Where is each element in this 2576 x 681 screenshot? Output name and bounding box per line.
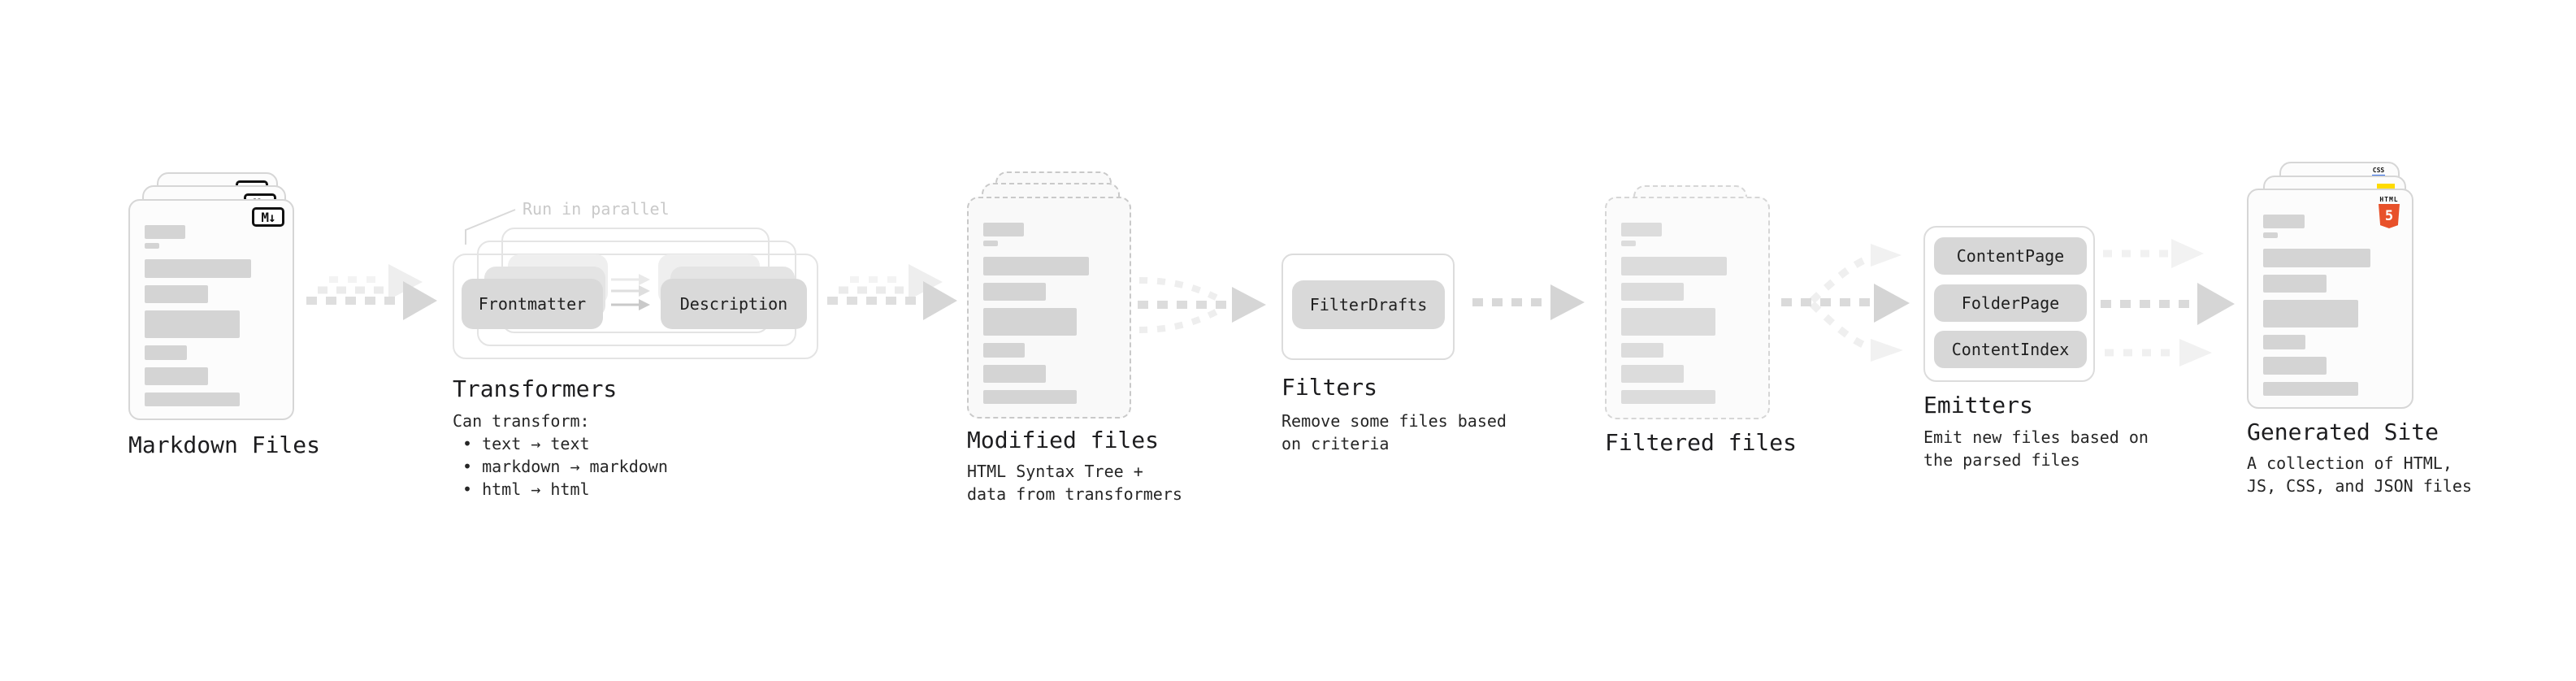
desc-line: JS, CSS, and JSON files <box>2247 476 2472 496</box>
run-in-parallel-annotation: Run in parallel <box>523 199 670 219</box>
markdown-icon: M↓ <box>252 207 284 227</box>
emitter-box-folderpage: FolderPage <box>1934 284 2087 322</box>
stage-title-generated-site: Generated Site <box>2247 419 2439 445</box>
filters-description: Remove some files based on criteria <box>1281 410 1507 455</box>
arrow-modified-to-filters <box>1138 277 1266 333</box>
markdown-icon-label: M↓ <box>261 209 275 225</box>
html5-shield: 5 <box>2379 204 2400 228</box>
filtered-file-stack <box>1605 185 1800 429</box>
desc-line: Can transform: <box>453 411 590 431</box>
emitters-description: Emit new files based on the parsed files <box>1923 426 2149 471</box>
modified-files-description: HTML Syntax Tree + data from transformer… <box>967 460 1182 505</box>
document-skeleton-lines <box>1621 223 1752 404</box>
transformer-layer-arrows <box>611 274 650 310</box>
css-icon-label: CSS <box>2372 167 2385 174</box>
stage-title-emitters: Emitters <box>1923 392 2033 419</box>
stage-title-filtered-files: Filtered files <box>1605 429 1798 456</box>
markdown-file-stack: M↓ M↓ M↓ <box>128 172 323 421</box>
desc-line: Emit new files based on <box>1923 427 2149 447</box>
arrow-emitters-to-generated <box>2101 239 2235 367</box>
annotation-connector-line <box>465 209 516 245</box>
desc-line: the parsed files <box>1923 450 2080 470</box>
modified-file-card-front <box>967 197 1131 419</box>
document-skeleton-lines <box>983 223 1113 404</box>
stage-title-modified-files: Modified files <box>967 427 1160 453</box>
generated-site-description: A collection of HTML, JS, CSS, and JSON … <box>2247 452 2472 497</box>
transformers-description: Can transform: • text → text • markdown … <box>453 410 668 501</box>
arrow-filters-to-filtered <box>1472 284 1585 320</box>
transformer-container-front <box>453 254 818 359</box>
filter-box-filterdrafts: FilterDrafts <box>1292 280 1445 329</box>
desc-line: A collection of HTML, <box>2247 453 2452 473</box>
desc-line: • text → text <box>462 434 590 453</box>
html5-number: 5 <box>2384 208 2394 224</box>
emitter-box-contentpage: ContentPage <box>1934 237 2087 275</box>
desc-line: • markdown → markdown <box>462 457 668 476</box>
html5-icon-word: HTML <box>2379 196 2399 203</box>
document-skeleton-lines <box>2263 215 2396 396</box>
document-skeleton-lines <box>145 225 276 406</box>
stage-title-markdown-files: Markdown Files <box>128 432 321 458</box>
html5-icon: HTML 5 <box>2377 196 2401 228</box>
desc-line: • html → html <box>462 479 590 499</box>
stage-title-filters: Filters <box>1281 374 1378 401</box>
transformer-box-description: Description <box>661 279 807 329</box>
desc-line: Remove some files based <box>1281 411 1507 431</box>
desc-line: on criteria <box>1281 434 1390 453</box>
markdown-file-card-front: M↓ <box>128 199 294 420</box>
filtered-file-card-front <box>1605 197 1770 419</box>
arrow-filtered-to-emitters <box>1781 244 1910 362</box>
arrow-transformers-to-modified <box>827 264 957 320</box>
desc-line: data from transformers <box>967 484 1182 504</box>
emitter-box-contentindex: ContentIndex <box>1934 331 2087 368</box>
html-file-card: HTML 5 <box>2247 189 2413 409</box>
desc-line: HTML Syntax Tree + <box>967 462 1143 481</box>
transformer-box-frontmatter: Frontmatter <box>462 279 603 329</box>
stage-title-transformers: Transformers <box>453 375 618 402</box>
arrow-markdown-to-transformers <box>306 264 437 320</box>
generated-site-file-stack: CSS HTML 5 <box>2247 162 2442 414</box>
modified-file-stack <box>967 171 1162 420</box>
